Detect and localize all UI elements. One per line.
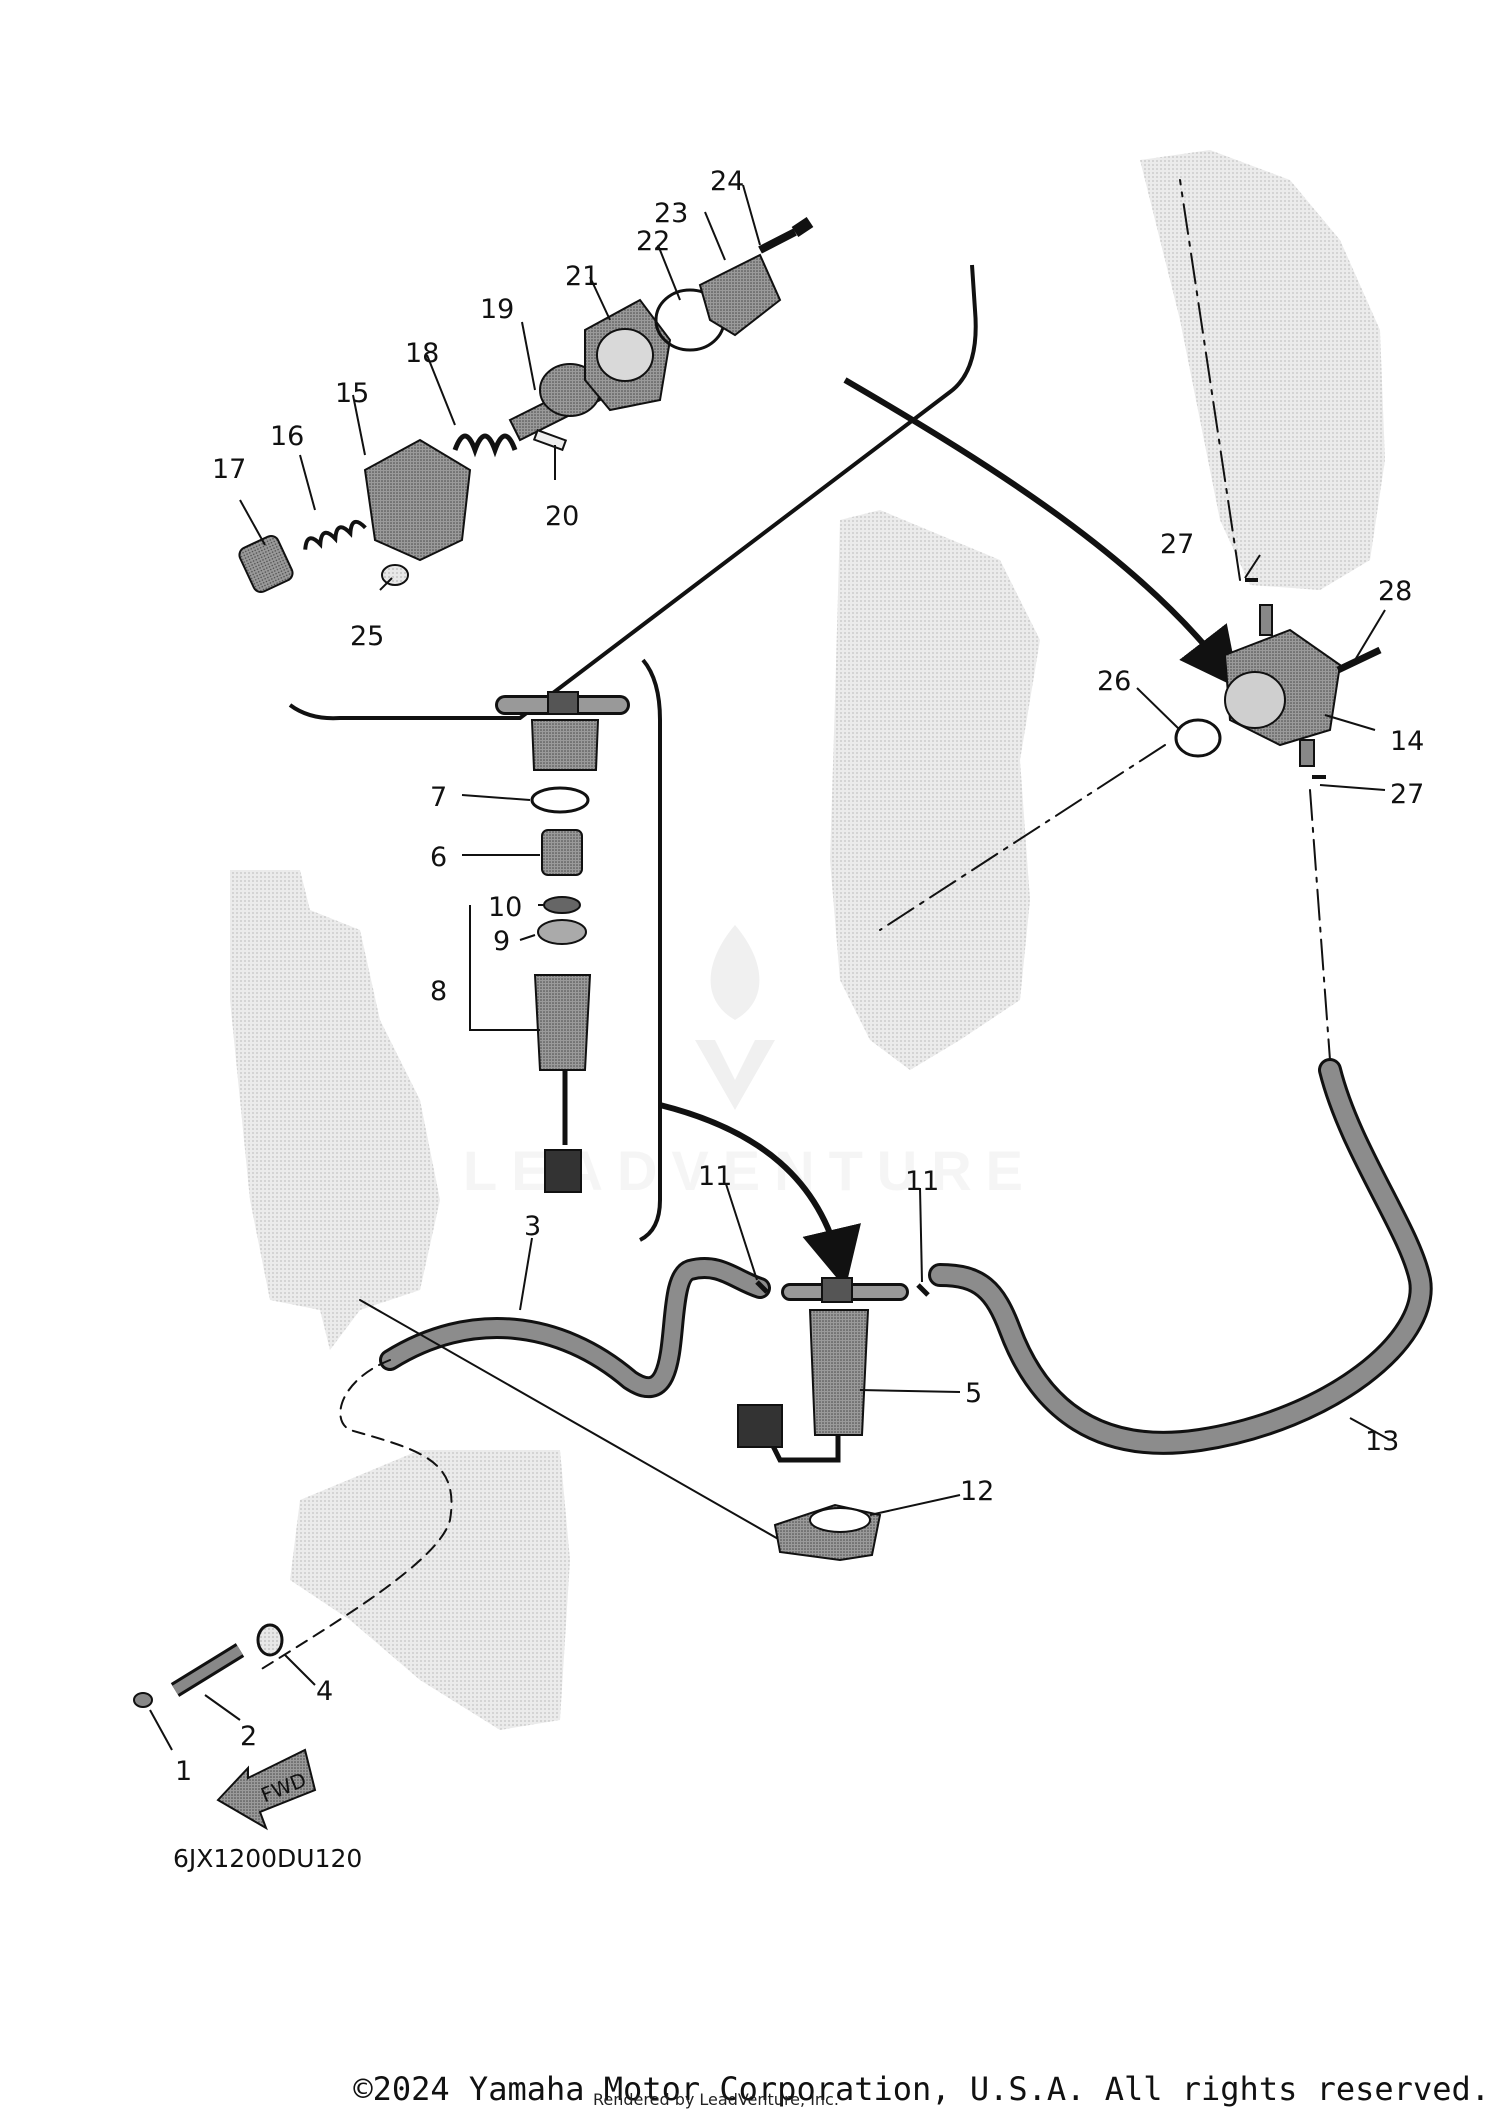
part-11-clip-left — [755, 1280, 769, 1294]
callout-10: 10 — [488, 892, 522, 923]
connector-parts — [133, 1623, 284, 1708]
callout-19: 19 — [480, 294, 514, 325]
callout-28: 28 — [1378, 576, 1412, 607]
callout-4: 4 — [316, 1676, 333, 1707]
callout-2: 2 — [240, 1721, 257, 1752]
rendered-by-notice: Rendered by LeadVenture, Inc. — [593, 2090, 839, 2109]
callout-24: 24 — [710, 166, 744, 197]
callout-7: 7 — [430, 782, 447, 813]
part-8-bowl — [533, 974, 592, 1071]
engine-block-ghost — [230, 150, 1385, 1730]
callout-22: 22 — [636, 226, 670, 257]
callout-12: 12 — [960, 1476, 994, 1507]
callout-17: 17 — [212, 454, 246, 485]
part-23-plate — [698, 253, 782, 337]
callout-5: 5 — [965, 1378, 982, 1409]
callout-13: 13 — [1365, 1426, 1399, 1457]
fuel-filter-parts — [495, 691, 630, 1193]
exploded-view-bracket-top — [288, 264, 978, 721]
callout-1: 1 — [175, 1756, 192, 1787]
copyright-notice: ©2024 Yamaha Motor Corporation, U.S.A. A… — [353, 2070, 1490, 2108]
callout-20: 20 — [545, 501, 579, 532]
part-18-spring — [452, 433, 518, 458]
part-24-screw — [758, 228, 797, 254]
callout-26: 26 — [1097, 666, 1131, 697]
callout-27-top: 27 — [1160, 529, 1194, 560]
part-1-screw — [133, 1692, 153, 1708]
fwd-arrow-icon: FWD — [216, 1748, 317, 1831]
callout-18: 18 — [405, 338, 439, 369]
part-17-sleeve — [238, 535, 294, 593]
part-10-washer — [543, 896, 581, 914]
callout-6: 6 — [430, 842, 447, 873]
callout-8: 8 — [430, 976, 447, 1007]
part-15-pump-body — [363, 438, 472, 562]
part-11-clip-right — [916, 1283, 930, 1297]
callout-11-right: 11 — [905, 1166, 939, 1197]
callout-16: 16 — [270, 421, 304, 452]
callout-labels: 1 2 3 4 5 6 7 8 9 10 11 11 12 13 14 15 1… — [175, 166, 1424, 1787]
part-12-bracket — [773, 1503, 882, 1562]
hose-lines — [259, 179, 1433, 1671]
callout-leaders — [149, 184, 1391, 1751]
part-28-bolt — [1336, 646, 1382, 674]
part-14-fuel-pump-assembly — [1223, 604, 1342, 767]
diagram-code: 6JX1200DU120 — [173, 1844, 362, 1873]
callout-25: 25 — [350, 621, 384, 652]
callout-21: 21 — [565, 261, 599, 292]
callout-11-left: 11 — [698, 1161, 732, 1192]
part-25-nut — [381, 564, 409, 586]
callout-27-bottom: 27 — [1390, 779, 1424, 810]
part-20-pin — [532, 428, 568, 452]
part-9-float — [537, 919, 587, 945]
part-16-spring — [303, 519, 367, 550]
arrow-to-pump — [843, 377, 1240, 689]
part-26-o-ring — [1174, 718, 1222, 758]
callout-15: 15 — [335, 378, 369, 409]
part-6-element — [541, 829, 583, 876]
part-4-o-ring — [256, 1623, 284, 1657]
fuel-pump-parts — [238, 217, 814, 593]
callout-9: 9 — [493, 926, 510, 957]
arrow-to-filter — [659, 1102, 861, 1289]
part-7-o-ring — [530, 786, 590, 814]
callout-23: 23 — [654, 198, 688, 229]
callout-3: 3 — [524, 1211, 541, 1242]
exploded-view-bracket-filter — [639, 658, 662, 1242]
callout-14: 14 — [1390, 726, 1424, 757]
part-5-fuel-filter-assembly — [737, 1277, 909, 1463]
